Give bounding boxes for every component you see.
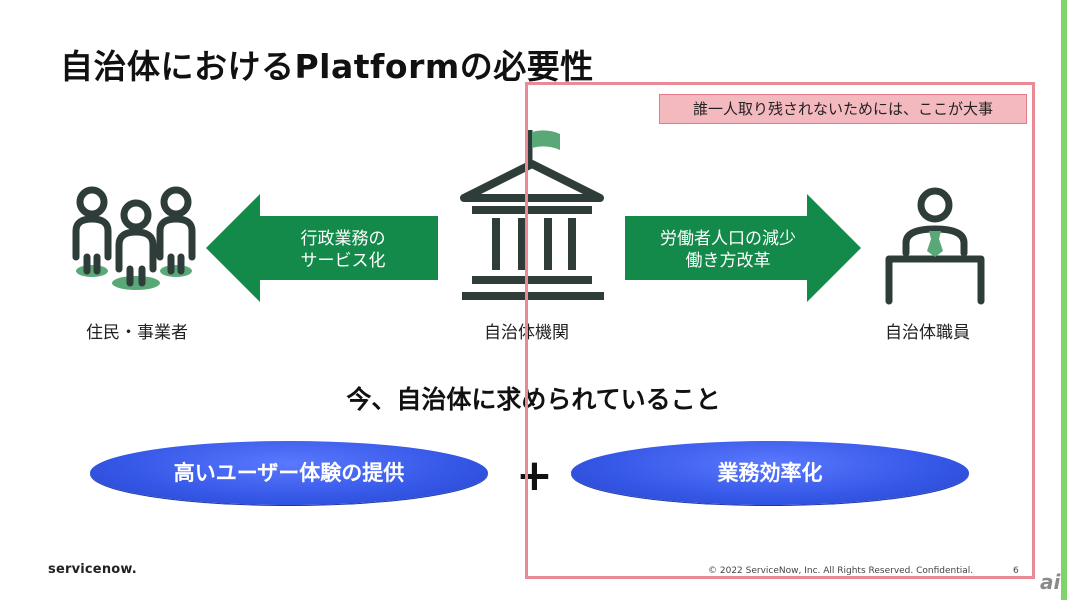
- right-arrow-shape: [625, 194, 861, 302]
- watermark-logo: ai: [1040, 570, 1061, 594]
- pill-user-experience: 高いユーザー体験の提供: [90, 441, 488, 505]
- section-heading: 今、自治体に求められていること: [346, 385, 721, 414]
- side-rail: [1061, 0, 1067, 600]
- pill-efficiency: 業務効率化: [571, 441, 969, 505]
- right-arrow-line1: 労働者人口の減少: [660, 229, 796, 249]
- caption-residents: 住民・事業者: [86, 323, 188, 343]
- government-building-icon: [460, 130, 604, 300]
- caption-staff: 自治体職員: [885, 323, 970, 343]
- page-number: 6: [1013, 566, 1019, 576]
- left-arrow-shape: [206, 194, 438, 302]
- callout-note: 誰一人取り残されないためには、ここが大事: [659, 94, 1027, 124]
- slide-title: 自治体におけるPlatformの必要性: [60, 47, 594, 86]
- right-arrow-line2: 働き方改革: [685, 251, 771, 271]
- left-arrow-label: 行政業務の サービス化: [268, 228, 418, 272]
- caption-government: 自治体機関: [484, 323, 569, 343]
- office-worker-icon: [885, 187, 985, 305]
- left-arrow-line2: サービス化: [300, 251, 386, 271]
- plus-sign: +: [516, 450, 553, 501]
- copyright-footer: © 2022 ServiceNow, Inc. All Rights Reser…: [708, 566, 974, 576]
- servicenow-logo: servicenow.: [48, 562, 137, 577]
- people-group-icon: [72, 186, 196, 290]
- left-arrow-line1: 行政業務の: [300, 229, 386, 249]
- right-arrow-label: 労働者人口の減少 働き方改革: [638, 228, 818, 272]
